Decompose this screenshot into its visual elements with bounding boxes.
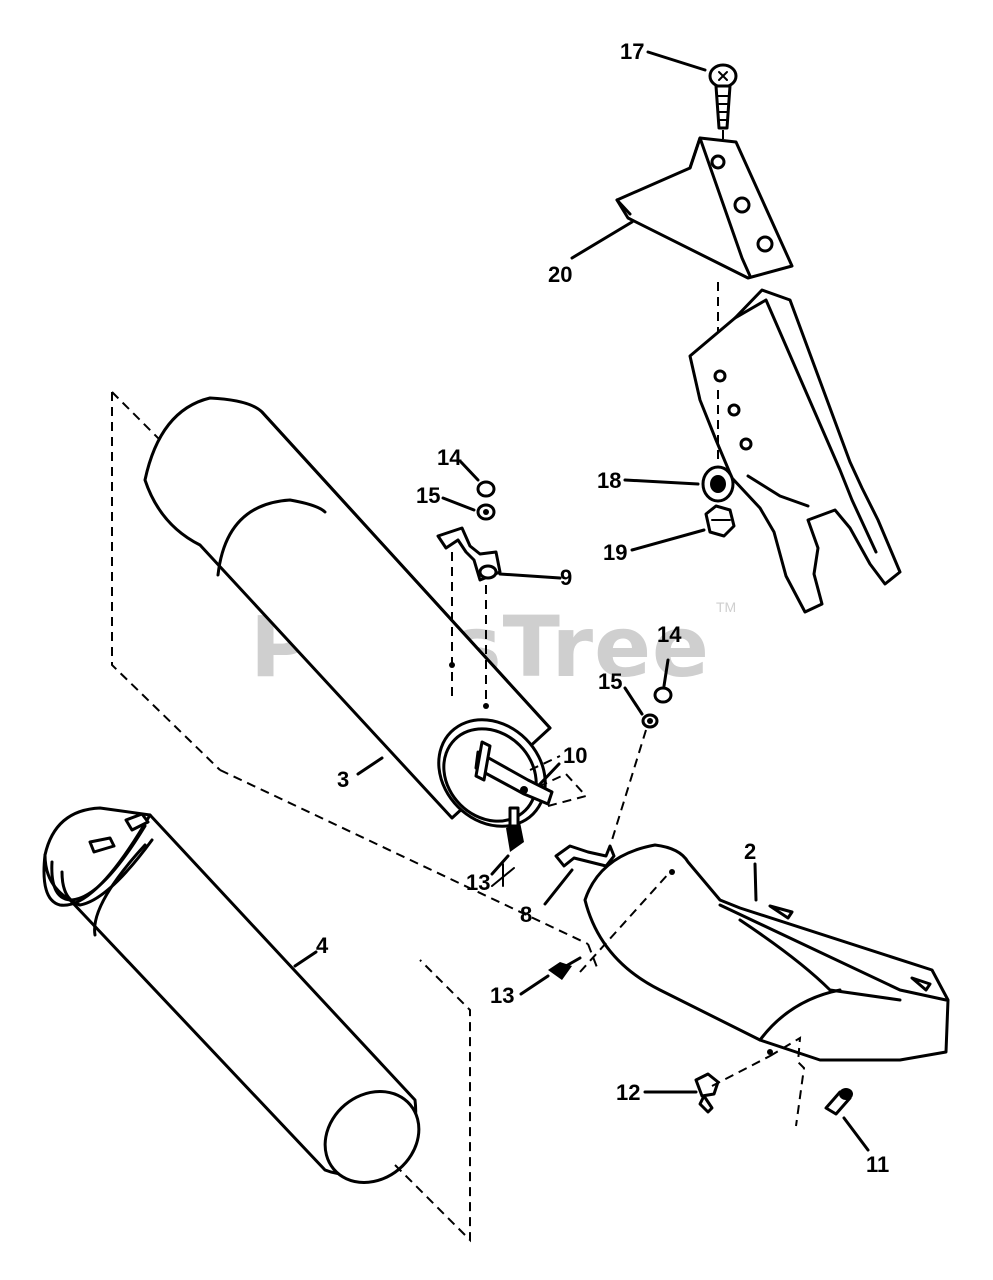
part-14-washer-b bbox=[653, 686, 673, 704]
guide-10-a bbox=[529, 755, 561, 771]
part-14-washer-a bbox=[476, 480, 496, 498]
part-20-bracket bbox=[615, 136, 794, 280]
part-18-washer bbox=[701, 465, 735, 503]
handle-tube bbox=[688, 288, 902, 614]
callout-10: 10 bbox=[563, 743, 587, 768]
callout-13-lower: 13 bbox=[490, 983, 514, 1008]
callout-15-lower: 15 bbox=[598, 669, 622, 694]
plane-outline-lower bbox=[394, 959, 471, 1243]
callout-14-upper: 14 bbox=[437, 445, 462, 470]
part-15-washer-a bbox=[476, 503, 496, 521]
callout-15-upper: 15 bbox=[416, 483, 440, 508]
callout-9: 9 bbox=[560, 565, 572, 590]
callout-11: 11 bbox=[866, 1152, 889, 1177]
part-10-bracket bbox=[474, 740, 554, 806]
guide-10-b bbox=[539, 772, 588, 807]
callout-8: 8 bbox=[520, 902, 532, 927]
callout-14-lower: 14 bbox=[657, 622, 682, 647]
callout-13-upper: 13 bbox=[466, 870, 490, 895]
part-11-screw bbox=[824, 1088, 853, 1116]
guide-13-2 bbox=[579, 871, 671, 973]
part-15-washer-b bbox=[641, 713, 659, 729]
callout-4: 4 bbox=[316, 933, 329, 958]
callout-19: 19 bbox=[603, 540, 627, 565]
part-4-lower-tube bbox=[42, 806, 421, 1184]
part-9-clip bbox=[436, 526, 502, 582]
callout-labels: 17 20 18 19 14 15 9 14 15 10 3 13 8 2 4 … bbox=[316, 39, 889, 1177]
guide-15-8 bbox=[611, 729, 647, 841]
part-3-upper-tube bbox=[143, 396, 552, 828]
guide-12-11 bbox=[711, 1036, 806, 1127]
callout-3: 3 bbox=[337, 767, 349, 792]
callout-2: 2 bbox=[744, 839, 756, 864]
callout-12: 12 bbox=[616, 1080, 640, 1105]
callout-20: 20 bbox=[548, 262, 572, 287]
part-19-nut bbox=[704, 504, 736, 538]
part-8-clip bbox=[554, 844, 616, 868]
part-13-screw-b bbox=[548, 956, 582, 980]
callout-18: 18 bbox=[597, 468, 621, 493]
plane-line-center bbox=[219, 769, 589, 945]
callout-17: 17 bbox=[620, 39, 644, 64]
watermark-trademark: TM bbox=[716, 599, 736, 615]
plane-outline-left bbox=[111, 391, 221, 771]
leader-lines bbox=[293, 50, 870, 1152]
part-12-nut bbox=[694, 1072, 720, 1114]
part-13-screw-a bbox=[506, 806, 524, 852]
part-2-elbow bbox=[583, 843, 950, 1062]
part-17-screw bbox=[708, 63, 738, 130]
